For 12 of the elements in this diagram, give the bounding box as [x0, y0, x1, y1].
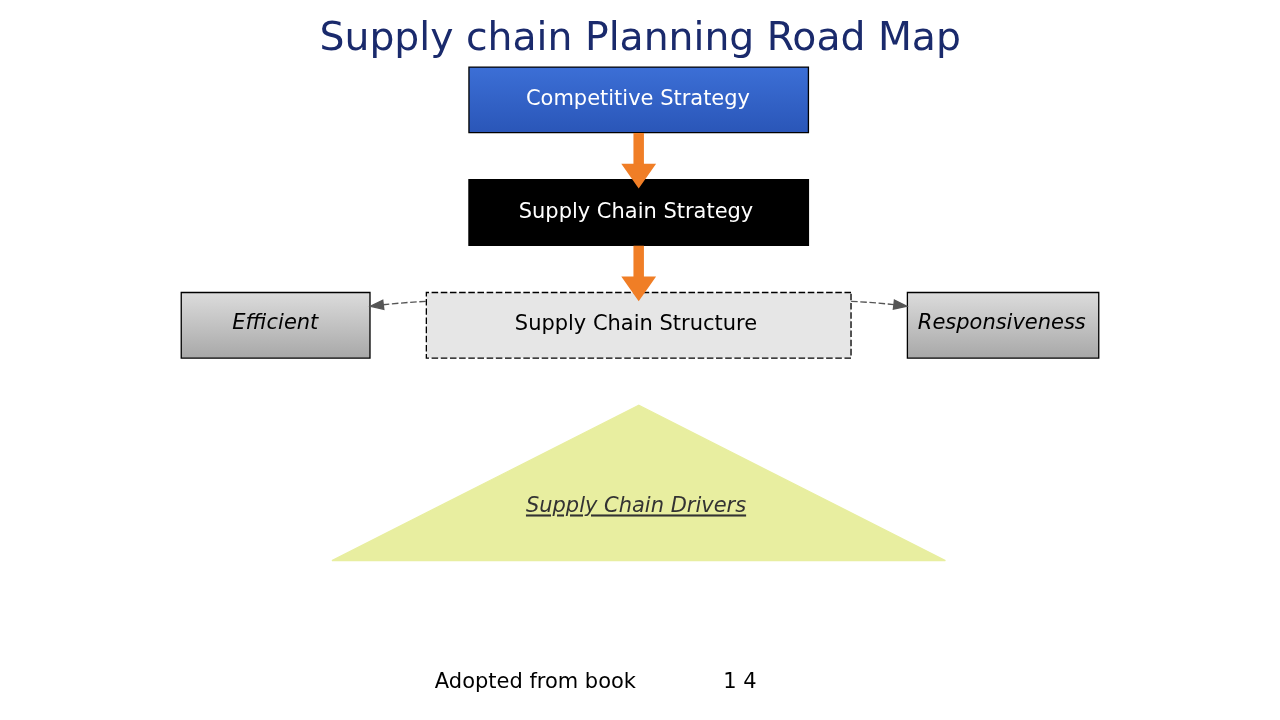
node-box: Efficient [180, 291, 371, 359]
arrow [621, 133, 657, 189]
node-box: Responsiveness [906, 291, 1100, 359]
node-box: Competitive Strategy [468, 66, 810, 134]
arrow [621, 245, 657, 302]
arrow [368, 299, 427, 311]
arrow [850, 299, 909, 311]
node-box: Supply Chain Structure [425, 291, 852, 359]
label: Adopted from book [434, 669, 636, 694]
label: 1 4 [723, 669, 757, 694]
node-box: Supply Chain Strategy [468, 179, 810, 246]
diagram-title: Supply chain Planning Road Map [319, 14, 961, 60]
